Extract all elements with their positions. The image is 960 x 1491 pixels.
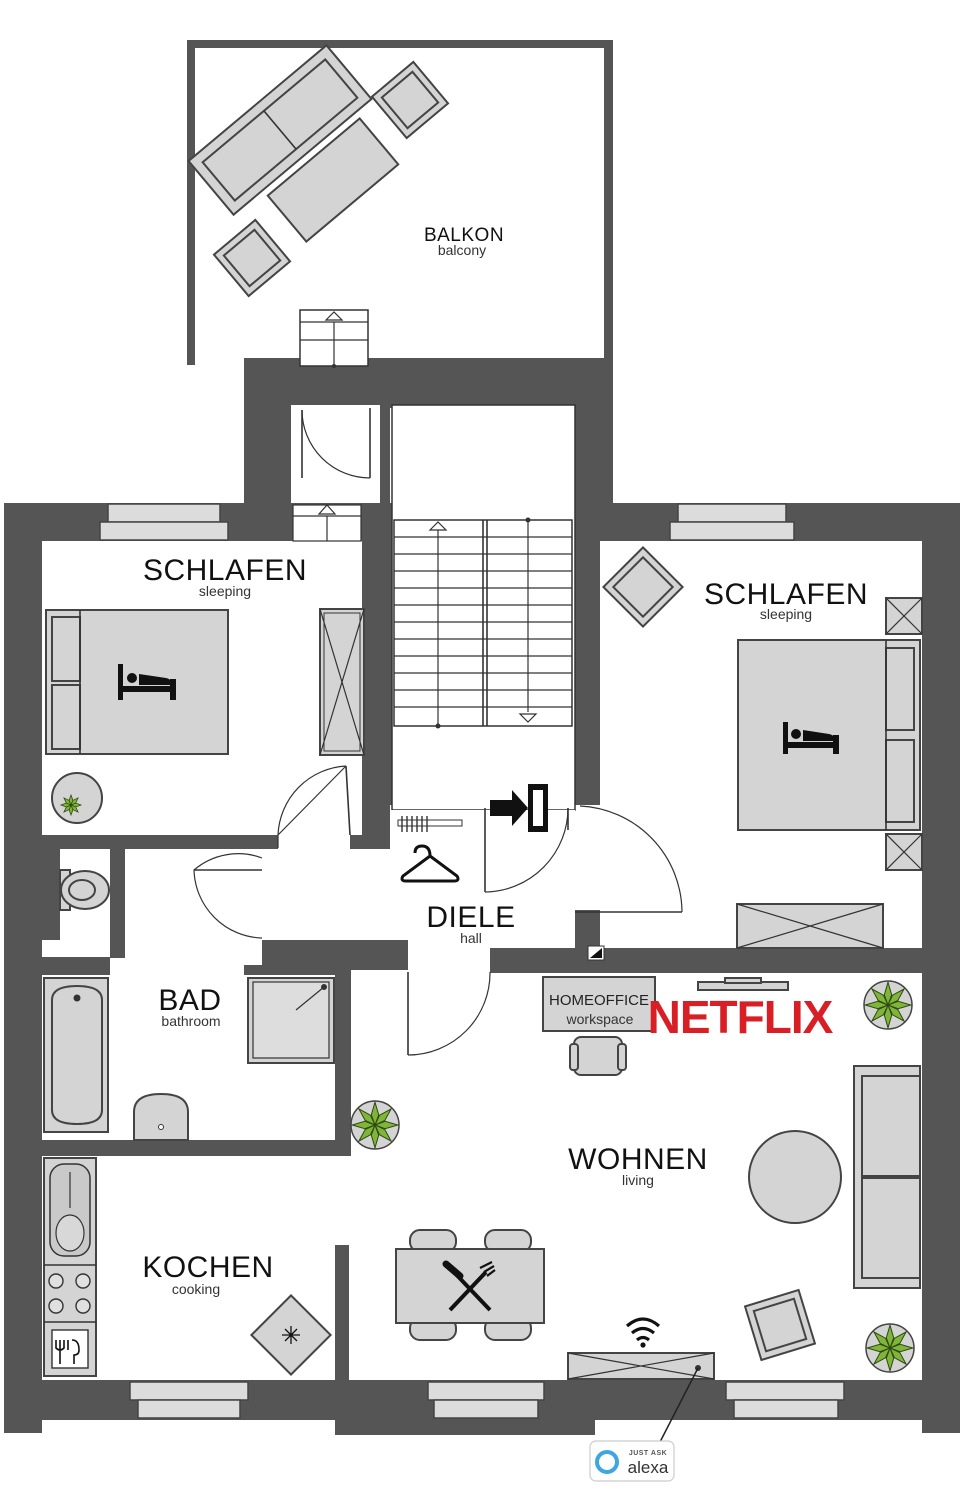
balcony-door[interactable] bbox=[301, 408, 371, 479]
plant-leaf bbox=[357, 1123, 377, 1143]
sideboard bbox=[567, 1352, 715, 1380]
staircase bbox=[393, 517, 573, 729]
bathroom-door[interactable] bbox=[193, 853, 263, 939]
netflix-logo: NETFLIX bbox=[648, 991, 834, 1043]
bathroom-sublabel: bathroom bbox=[161, 1013, 220, 1029]
kitchen-sublabel: cooking bbox=[172, 1281, 220, 1297]
hall-label: DIELE bbox=[426, 901, 515, 934]
sofa bbox=[853, 1065, 921, 1289]
armchair-right-bedroom bbox=[601, 545, 685, 629]
hall-sublabel: hall bbox=[460, 930, 482, 946]
balcony-furniture bbox=[187, 43, 450, 298]
sink bbox=[133, 1092, 189, 1141]
living-sublabel: living bbox=[622, 1172, 654, 1188]
kitchen-counter bbox=[43, 1157, 97, 1377]
plant-leaf bbox=[888, 1330, 908, 1350]
plant-leaf bbox=[888, 1346, 908, 1366]
living-door[interactable] bbox=[407, 971, 491, 1056]
light-switch bbox=[587, 945, 605, 961]
living-label: WOHNEN bbox=[568, 1143, 708, 1176]
plant-leaf bbox=[370, 1100, 380, 1127]
nightstand-right-top bbox=[885, 597, 923, 635]
plant-leaf bbox=[373, 1120, 400, 1130]
plant-leaf bbox=[885, 1323, 895, 1350]
bedroom-left-door[interactable] bbox=[277, 765, 351, 848]
plant-leaf bbox=[870, 987, 890, 1007]
plant-leaf bbox=[357, 1107, 377, 1127]
bed-left bbox=[45, 609, 229, 755]
entrance-door[interactable] bbox=[484, 807, 569, 893]
homeoffice-desk: HOMEOFFICE workspace bbox=[542, 976, 656, 1032]
bathroom-label: BAD bbox=[158, 984, 221, 1017]
plant-leaf bbox=[70, 797, 79, 806]
bedroom-left-label: SCHLAFEN bbox=[143, 554, 307, 587]
nightstand-right-bottom bbox=[885, 833, 923, 871]
ceiling-light-icon bbox=[282, 1326, 300, 1344]
balcony-steps bbox=[299, 309, 369, 368]
plant-icon bbox=[865, 1323, 915, 1373]
windows bbox=[99, 503, 845, 1419]
toilet bbox=[59, 869, 110, 911]
plant-leaf bbox=[886, 1000, 913, 1010]
exit-icon bbox=[490, 784, 548, 832]
alexa-tagline: JUST ASK bbox=[629, 1450, 667, 1457]
wifi-icon bbox=[625, 1317, 661, 1348]
alexa-callout: JUST ASK alexa bbox=[589, 1367, 699, 1482]
homeoffice-sublabel: workspace bbox=[566, 1011, 634, 1027]
cutlery-icon bbox=[442, 1260, 496, 1312]
bedroom-left-sublabel: sleeping bbox=[199, 583, 251, 599]
balcony-sublabel: balcony bbox=[438, 242, 486, 258]
coat-rack bbox=[397, 816, 463, 832]
armchair-living bbox=[743, 1288, 817, 1362]
kitchen-label: KOCHEN bbox=[142, 1251, 273, 1284]
plant-leaf bbox=[350, 1120, 377, 1130]
plant-icon bbox=[863, 980, 913, 1030]
shower bbox=[247, 977, 335, 1064]
plant-leaf bbox=[872, 1330, 892, 1350]
plant-icon bbox=[51, 772, 103, 824]
bedroom-right-door[interactable] bbox=[575, 805, 683, 913]
plant-icon bbox=[350, 1100, 400, 1150]
office-chair bbox=[569, 1036, 627, 1076]
plant-leaf bbox=[883, 980, 893, 1007]
plant-leaf bbox=[883, 1003, 893, 1030]
plant-leaf bbox=[373, 1107, 393, 1127]
plant-leaf bbox=[886, 987, 906, 1007]
plant-leaf bbox=[885, 1346, 895, 1373]
bedroom-right-label: SCHLAFEN bbox=[704, 578, 868, 611]
plant-leaf bbox=[886, 1003, 906, 1023]
tv-stand bbox=[697, 977, 789, 991]
bed-icon bbox=[118, 664, 176, 700]
homeoffice-label: HOMEOFFICE bbox=[549, 992, 649, 1009]
dresser-right bbox=[736, 903, 884, 949]
dishwasher-icon bbox=[55, 1339, 80, 1364]
bathtub bbox=[43, 977, 109, 1133]
coat-hanger-icon bbox=[400, 844, 460, 883]
wardrobe-left bbox=[319, 608, 365, 756]
plant-leaf bbox=[865, 1343, 892, 1353]
bedroom-right-sublabel: sleeping bbox=[760, 606, 812, 622]
plant-leaf bbox=[888, 1343, 915, 1353]
alexa-logo: alexa bbox=[628, 1458, 669, 1477]
plant-leaf bbox=[370, 1123, 380, 1150]
plant-leaf bbox=[373, 1123, 393, 1143]
plant-leaf bbox=[870, 1003, 890, 1023]
bed-icon bbox=[783, 722, 839, 754]
inner-steps bbox=[292, 504, 362, 542]
coffee-table bbox=[748, 1130, 842, 1224]
plant-leaf bbox=[872, 1346, 892, 1366]
balcony-label: BALKON bbox=[424, 225, 504, 246]
plant-leaf bbox=[863, 1000, 890, 1010]
